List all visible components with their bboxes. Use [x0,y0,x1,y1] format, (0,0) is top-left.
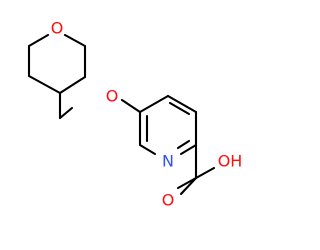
bond-pyr-c2-n [179,143,198,156]
pyridine-ring [138,94,198,156]
hydroxyl-label: OH [218,152,243,171]
bond-ch2-ether-oxygen [58,106,74,120]
bond-carboxyl-co-inner [179,176,198,196]
bond-pyr-c4-c3-inner [168,101,191,116]
bond-carboxyl-oh [194,166,216,180]
ether-oxygen-label: O [106,87,119,106]
bond-pyr-n-c6 [138,143,157,156]
bond-pyr-c5-c4 [138,94,170,114]
bond-oxane-c4-c5 [58,75,87,95]
oxane-oxygen-label: O [51,19,64,38]
bond-pyr-c2-n-inner [176,139,191,150]
bond-oxane-c6-o [63,33,87,48]
pyridine-nitrogen-label: N [162,152,174,171]
bond-oxane-o-c2 [27,33,50,48]
carbonyl-oxygen-label: O [162,191,175,210]
bond-oxane-c3-c4 [27,74,62,95]
oxane-ring [27,33,87,95]
bond-ether-oxygen-c5 [120,98,142,114]
chemical-structure-diagram: O O N OH O [27,19,243,210]
bond-pyr-c4-c3 [166,94,198,114]
